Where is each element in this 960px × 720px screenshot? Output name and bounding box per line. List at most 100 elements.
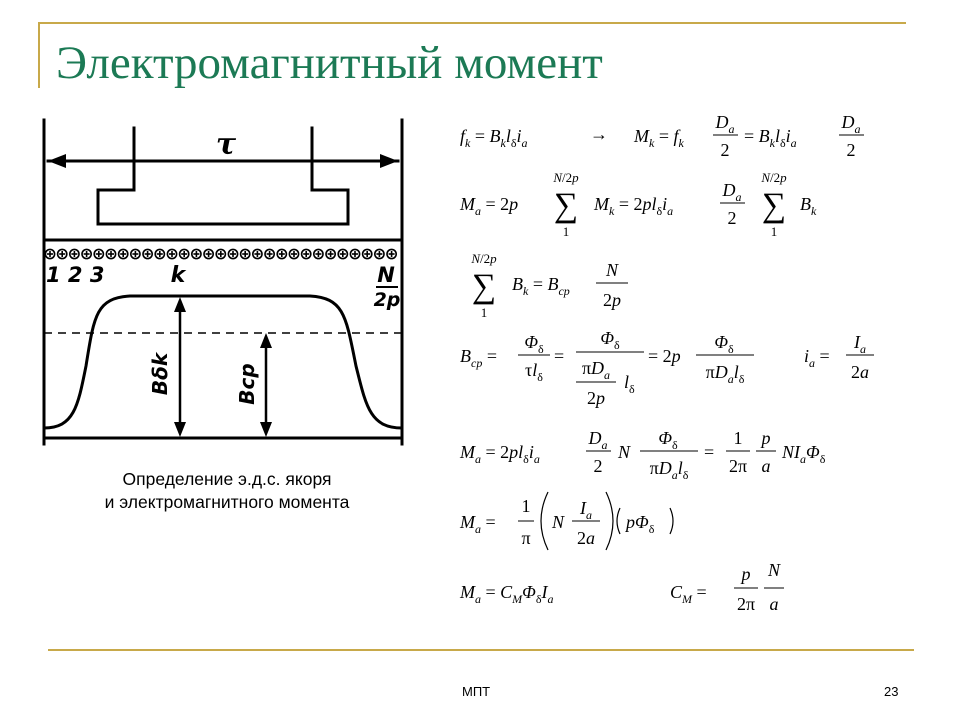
svg-text:2p: 2p: [603, 290, 621, 310]
svg-text:Ia: Ia: [853, 332, 866, 356]
svg-text:a: a: [762, 456, 771, 476]
conductor-circle: [203, 248, 214, 260]
svg-text:Bk = Bcp: Bk = Bcp: [512, 274, 570, 298]
conductor-circle: [312, 248, 324, 260]
svg-text:p: p: [760, 428, 771, 448]
conductor-circle: [56, 248, 68, 260]
svg-text:Mk = fk: Mk = fk: [633, 126, 685, 150]
caption-line-2: и электромагнитного момента: [104, 492, 350, 512]
svg-text:∑: ∑: [554, 187, 578, 224]
svg-text:2a: 2a: [577, 528, 595, 548]
svg-text:CM =: CM =: [670, 582, 707, 606]
svg-text:1: 1: [734, 428, 743, 448]
formula-7: Ma = CMΦδIa CM = p 2π N a: [459, 560, 784, 614]
two-p-label: 2p: [374, 289, 401, 311]
svg-text:Ma = CMΦδIa: Ma = CMΦδIa: [459, 582, 554, 606]
conductor-circle: [361, 248, 373, 260]
footer-rule: [48, 649, 914, 651]
svg-text:Da: Da: [715, 112, 735, 136]
svg-text:N: N: [551, 512, 565, 532]
conductor-numbers: 1 2 3: [46, 263, 104, 287]
svg-text:1: 1: [771, 224, 778, 239]
conductor-circle: [239, 248, 251, 260]
conductor-circle: [105, 248, 117, 260]
svg-text:N: N: [605, 260, 619, 280]
svg-text:Φδ: Φδ: [524, 332, 544, 356]
page-number: 23: [884, 684, 899, 699]
svg-text:πDa: πDa: [582, 358, 610, 382]
svg-text:=: =: [704, 442, 714, 462]
svg-text:N/2p: N/2p: [470, 251, 497, 266]
svg-text:Da: Da: [722, 180, 742, 204]
conductor-circle: [264, 248, 275, 260]
bdk-label: Bδk: [148, 351, 172, 395]
svg-text:Ia: Ia: [579, 498, 592, 522]
formula-4: Bcp = Φδ τlδ = Φδ πDa 2p lδ = 2p Φδ πDal…: [460, 328, 874, 408]
svg-text:N/2p: N/2p: [552, 170, 579, 185]
formula-1: fk = Bklδia → Mk = fk Da 2 = Bklδia Da 2: [460, 112, 864, 160]
conductor-circle: [349, 248, 361, 260]
svg-text:2π: 2π: [737, 594, 755, 614]
formula-3: N/2p ∑ 1 Bk = Bcp N 2p: [470, 251, 628, 320]
conductor-circle: [300, 248, 312, 260]
conductor-circle: [142, 248, 153, 260]
svg-text:2a: 2a: [851, 362, 869, 382]
svg-text:Ma =: Ma =: [459, 512, 496, 536]
conductor-circle: [178, 248, 190, 260]
figure-caption: Определение э.д.с. якоря и электромагнит…: [50, 468, 404, 514]
conductor-circle: [117, 248, 129, 260]
svg-text:N/2p: N/2p: [760, 170, 787, 185]
footer-title: МПТ: [462, 684, 491, 699]
svg-text:Mk = 2plδia: Mk = 2plδia: [593, 194, 673, 218]
conductor-circle: [386, 248, 397, 260]
svg-text:2: 2: [847, 140, 856, 160]
svg-text:1: 1: [481, 305, 488, 320]
conductor-circle: [373, 248, 385, 260]
svg-text:∑: ∑: [762, 187, 786, 224]
svg-text:Da: Da: [588, 428, 608, 452]
conductor-circle: [288, 248, 300, 260]
svg-text:1: 1: [522, 496, 531, 516]
top-rule: [38, 22, 906, 24]
conductor-circle: [166, 248, 178, 260]
slide-title: Электромагнитный момент: [56, 37, 603, 89]
svg-text:Φδ: Φδ: [714, 332, 734, 356]
svg-text:∑: ∑: [472, 268, 496, 305]
conductor-circle: [130, 248, 141, 260]
conductor-circle: [227, 248, 239, 260]
conductor-circle: [154, 248, 166, 260]
svg-text:N: N: [617, 442, 631, 462]
svg-text:Φδ: Φδ: [600, 328, 620, 352]
svg-text:= 2p: = 2p: [648, 346, 681, 366]
formula-2: Ma = 2p N/2p ∑ 1 Mk = 2plδia Da 2 N/2p ∑…: [459, 170, 817, 239]
conductor-circle: [276, 248, 288, 260]
svg-text:= Bklδia: = Bklδia: [744, 126, 797, 150]
formula-block: fk = Bklδia → Mk = fk Da 2 = Bklδia Da 2…: [459, 112, 874, 614]
conductor-circle: [44, 248, 56, 260]
svg-text:p: p: [740, 564, 751, 584]
svg-text:1: 1: [563, 224, 570, 239]
conductor-circle: [190, 248, 202, 260]
svg-text:2: 2: [721, 140, 730, 160]
svg-text:π: π: [521, 528, 530, 548]
svg-text:lδ: lδ: [624, 372, 635, 396]
svg-text:ia =: ia =: [804, 346, 830, 370]
conductor-circle: [81, 248, 92, 260]
conductor-circle: [251, 248, 263, 260]
svg-text:2π: 2π: [729, 456, 747, 476]
svg-text:2p: 2p: [587, 388, 605, 408]
svg-text:a: a: [770, 594, 779, 614]
svg-text:N: N: [767, 560, 781, 580]
svg-text:Bk: Bk: [800, 194, 817, 218]
svg-text:2: 2: [728, 208, 737, 228]
svg-text:Ma = 2plδia: Ma = 2plδia: [459, 442, 540, 466]
svg-text:fk = Bklδia: fk = Bklδia: [460, 126, 528, 150]
svg-text:τlδ: τlδ: [525, 360, 543, 384]
conductor-row: [44, 248, 397, 260]
bcp-label: Bcp: [235, 363, 259, 404]
svg-text:Φδ: Φδ: [658, 428, 678, 452]
caption-line-1: Определение э.д.с. якоря: [122, 469, 332, 489]
conductor-circle: [325, 248, 336, 260]
conductor-circle: [69, 248, 80, 260]
svg-text:πDalδ: πDalδ: [706, 362, 745, 386]
